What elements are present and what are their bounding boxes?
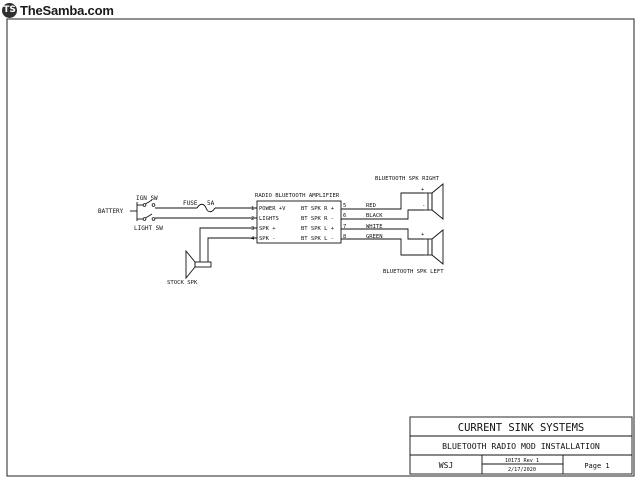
wire-5-color: RED: [366, 203, 376, 209]
pin-2-label: LIGHTS: [259, 216, 279, 222]
pin-5-number: 5: [343, 203, 346, 209]
fuse-rating: 5A: [207, 200, 215, 207]
left-speaker-label: BLUETOOTH SPK LEFT: [383, 269, 444, 275]
wire-6: [341, 209, 424, 220]
pin-6-number: 6: [343, 213, 346, 219]
fuse-label: FUSE: [183, 200, 198, 207]
left-speaker-icon: [427, 229, 444, 265]
wire-8-color: GREEN: [366, 234, 383, 240]
pin-3-label: SPK +: [259, 226, 276, 232]
company-name: CURRENT SINK SYSTEMS: [458, 422, 584, 434]
stock-speaker-label: STOCK SPK: [167, 280, 198, 286]
right-speaker-icon: [427, 183, 444, 220]
pin-8-label: BT SPK L -: [301, 236, 334, 242]
pin-7-label: BT SPK L +: [301, 226, 335, 232]
right-speaker-label: BLUETOOTH SPK RIGHT: [375, 176, 440, 182]
site-name: TheSamba.com: [20, 2, 114, 18]
page-number: Page 1: [584, 462, 609, 470]
fuse-symbol: [196, 203, 216, 213]
pin-7-number: 7: [343, 224, 346, 230]
ign-sw-label: IGN SW: [136, 195, 158, 202]
right-speaker-minus: -: [422, 203, 425, 209]
amplifier-title: RADIO BLUETOOTH AMPLIFIER: [255, 193, 340, 199]
pin-3-number: 3: [251, 226, 254, 232]
pin-1-number: 1: [251, 206, 254, 212]
ign-switch-symbol: [137, 199, 156, 207]
amplifier-box: [256, 200, 342, 244]
pin-2-number: 2: [251, 216, 254, 222]
stock-spk-plus-wire: [199, 227, 257, 262]
wire-6-color: BLACK: [366, 213, 383, 219]
pin-4-label: SPK -: [259, 236, 276, 242]
pin-6-label: BT SPK R -: [301, 216, 334, 222]
sheet-border: [6, 18, 635, 477]
pin-8-number: 8: [343, 234, 346, 240]
wire-8: [341, 238, 424, 256]
document-number: 10173 Rev 1: [505, 458, 539, 464]
wire-7-color: WHITE: [366, 224, 383, 230]
stock-spk-minus-wire: [207, 237, 257, 262]
left-speaker-plus: +: [421, 232, 425, 238]
light-sw-label: LIGHT SW: [134, 225, 163, 232]
pin-4-number: 4: [251, 236, 255, 242]
document-date: 2/17/2020: [508, 467, 536, 473]
wire-7: [341, 228, 424, 240]
wire-5: [341, 192, 424, 210]
pin-5-label: BT SPK R +: [301, 206, 335, 212]
battery-label: BATTERY: [98, 208, 124, 215]
right-speaker-plus: +: [421, 187, 425, 193]
site-logo[interactable]: TS TheSamba.com: [2, 1, 114, 19]
logo-badge-icon: TS: [2, 2, 17, 18]
stock-speaker-icon: [185, 249, 212, 280]
title-block: [409, 416, 633, 475]
pin-1-label: POWER +V: [259, 206, 286, 212]
left-speaker-minus: -: [422, 252, 425, 258]
drawn-by-initials: WSJ: [439, 461, 453, 470]
drawing-title: BLUETOOTH RADIO MOD INSTALLATION: [442, 441, 600, 451]
light-switch-symbol: [137, 213, 156, 221]
